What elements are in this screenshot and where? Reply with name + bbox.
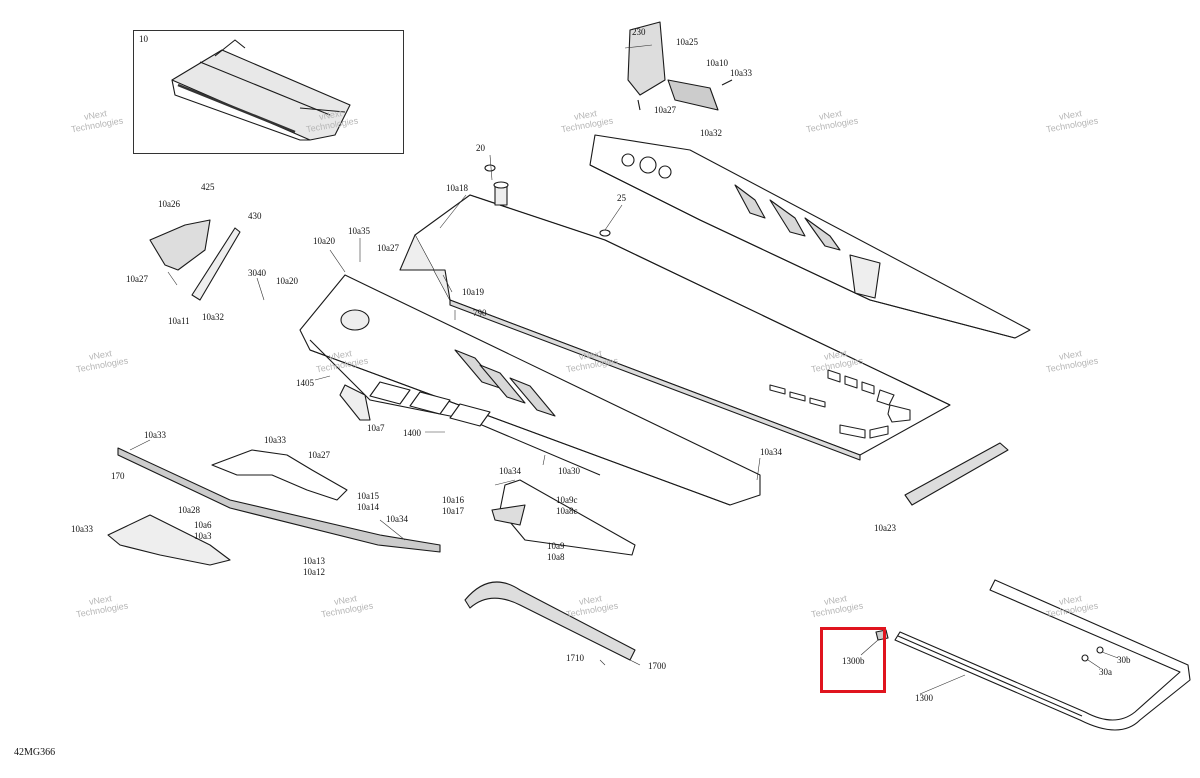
callout-10a8c[interactable]: 10a8c (556, 506, 578, 516)
callout-10a34-right[interactable]: 10a34 (760, 447, 782, 457)
callout-10a32-left[interactable]: 10a32 (202, 312, 224, 322)
callout-1710[interactable]: 1710 (566, 653, 584, 663)
callout-10a27-mid[interactable]: 10a27 (377, 243, 399, 253)
callout-10a34-low[interactable]: 10a34 (386, 514, 408, 524)
callout-25[interactable]: 25 (617, 193, 626, 203)
callout-10a30[interactable]: 10a30 (558, 466, 580, 476)
callout-10a16[interactable]: 10a16 (442, 495, 464, 505)
callout-10a25[interactable]: 10a25 (676, 37, 698, 47)
right-side-rail (589, 134, 1031, 339)
callout-1700[interactable]: 1700 (648, 661, 666, 671)
callout-10a32-top[interactable]: 10a32 (700, 128, 722, 138)
callout-10a10[interactable]: 10a10 (706, 58, 728, 68)
callout-30b[interactable]: 30b (1117, 655, 1131, 665)
callout-430[interactable]: 430 (248, 211, 262, 221)
callout-10[interactable]: 10 (139, 34, 148, 44)
callout-10a20-b[interactable]: 10a20 (276, 276, 298, 286)
callout-10a33-mid[interactable]: 10a33 (264, 435, 286, 445)
leader-lines (129, 44, 1119, 695)
callout-10a9[interactable]: 10a9 (547, 541, 565, 551)
upper-bracket (627, 21, 733, 111)
callout-230[interactable]: 230 (632, 27, 646, 37)
callout-1405[interactable]: 1405 (296, 378, 314, 388)
callout-10a19[interactable]: 10a19 (462, 287, 484, 297)
callout-10a13[interactable]: 10a13 (303, 556, 325, 566)
callout-10a23[interactable]: 10a23 (874, 523, 896, 533)
callout-1300[interactable]: 1300 (915, 693, 933, 703)
callout-10a14[interactable]: 10a14 (357, 502, 379, 512)
selected-part-highlight (820, 627, 886, 693)
callout-10a33-left[interactable]: 10a33 (144, 430, 166, 440)
callout-10a15[interactable]: 10a15 (357, 491, 379, 501)
callout-790[interactable]: 790 (473, 308, 487, 318)
callout-10a33-top[interactable]: 10a33 (730, 68, 752, 78)
callout-10a17[interactable]: 10a17 (442, 506, 464, 516)
callout-425[interactable]: 425 (201, 182, 215, 192)
left-side-rail (299, 274, 761, 506)
callout-1400[interactable]: 1400 (403, 428, 421, 438)
callout-10a27-left[interactable]: 10a27 (126, 274, 148, 284)
callout-10a9c[interactable]: 10a9c (556, 495, 578, 505)
callout-10a6[interactable]: 10a6 (194, 520, 212, 530)
callout-1300b[interactable]: 1300b (842, 656, 865, 666)
callout-10a12[interactable]: 10a12 (303, 567, 325, 577)
callout-20[interactable]: 20 (476, 143, 485, 153)
callout-10a33-far[interactable]: 10a33 (71, 524, 93, 534)
callout-10a27-low[interactable]: 10a27 (308, 450, 330, 460)
right-trim-piece (904, 442, 1009, 506)
callout-10a35[interactable]: 10a35 (348, 226, 370, 236)
curved-rail (464, 581, 636, 661)
callout-10a27-top[interactable]: 10a27 (654, 105, 676, 115)
left-bracket (149, 219, 371, 421)
callout-10a11[interactable]: 10a11 (168, 316, 190, 326)
callout-10a26[interactable]: 10a26 (158, 199, 180, 209)
rear-bumper (894, 579, 1191, 731)
callout-10a34-mid[interactable]: 10a34 (499, 466, 521, 476)
lower-left-bracket (107, 514, 231, 566)
callout-10a28[interactable]: 10a28 (178, 505, 200, 515)
callout-30a[interactable]: 30a (1099, 667, 1112, 677)
callout-10a8[interactable]: 10a8 (547, 552, 565, 562)
callout-10a7[interactable]: 10a7 (367, 423, 385, 433)
callout-170[interactable]: 170 (111, 471, 125, 481)
runner-strip (117, 447, 441, 553)
callout-10a20-a[interactable]: 10a20 (313, 236, 335, 246)
mid-bracket (491, 479, 636, 556)
inset-tunnel-drawing (171, 39, 351, 141)
callout-10a3[interactable]: 10a3 (194, 531, 212, 541)
tunnel-assembly (399, 164, 951, 461)
diagram-code: 42MG366 (14, 747, 56, 758)
callout-10a18[interactable]: 10a18 (446, 183, 468, 193)
callout-3040[interactable]: 3040 (248, 268, 266, 278)
inset-frame (133, 30, 404, 154)
